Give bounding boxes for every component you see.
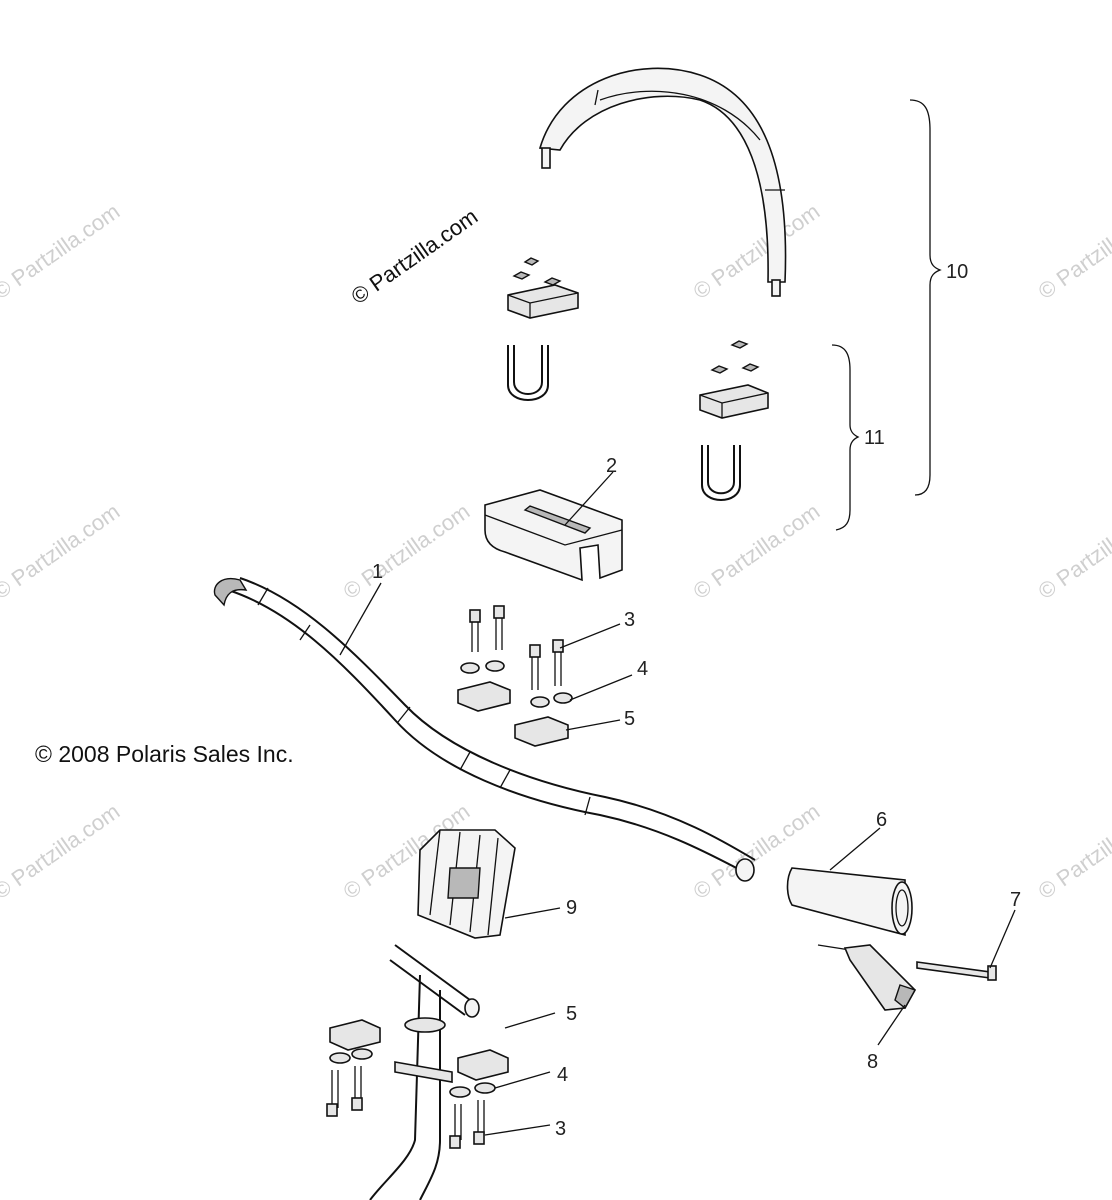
steering-post	[369, 944, 480, 1200]
handlebar	[213, 577, 756, 882]
callout-2: 2	[606, 455, 617, 477]
watermark: © Partzilla.com	[689, 199, 825, 305]
mount-bracket	[417, 829, 516, 939]
handlebar-pad	[484, 489, 623, 582]
pin	[916, 961, 997, 981]
callout-6: 6	[876, 809, 887, 831]
callouts: 1 2 3 4 5 6 7 8 9 5 4 3 10 11	[372, 261, 1021, 1140]
watermark: © Partzilla.com	[0, 199, 124, 305]
callout-5: 5	[624, 708, 635, 730]
callout-7: 7	[1010, 889, 1021, 911]
partzilla-watermark: © Partzilla.com	[347, 204, 483, 310]
watermark: © Partzilla.com	[1034, 499, 1112, 605]
grip	[786, 867, 913, 937]
upper-clamp-hardware	[457, 605, 573, 747]
watermark: © Partzilla.com	[339, 499, 475, 605]
copyright-text: © 2008 Polaris Sales Inc.	[35, 741, 294, 767]
crossbar-pad	[538, 67, 787, 297]
watermark: © Partzilla.com	[0, 799, 124, 905]
callout-3: 3	[624, 609, 635, 631]
leader-lines	[339, 471, 1016, 1136]
callout-5-lower: 5	[566, 1003, 577, 1025]
brace-11	[831, 344, 860, 531]
watermark: © Partzilla.com	[1034, 799, 1112, 905]
brace-10	[909, 99, 942, 496]
callout-1: 1	[372, 561, 383, 583]
callout-11: 11	[864, 427, 885, 449]
callout-9: 9	[566, 897, 577, 919]
callout-4: 4	[637, 658, 648, 680]
watermark: © Partzilla.com	[1034, 199, 1112, 305]
watermark: © Partzilla.com	[0, 499, 124, 605]
lower-clamp-hardware	[326, 1019, 509, 1149]
upper-clamp-assembly	[507, 257, 579, 401]
callout-3-lower: 3	[555, 1118, 566, 1140]
u-bolt-clamp-kit	[699, 340, 769, 501]
callout-4-lower: 4	[557, 1064, 568, 1086]
callout-8: 8	[867, 1051, 878, 1073]
watermark: © Partzilla.com	[689, 499, 825, 605]
callout-10: 10	[946, 261, 968, 283]
throttle-end	[817, 944, 917, 1011]
